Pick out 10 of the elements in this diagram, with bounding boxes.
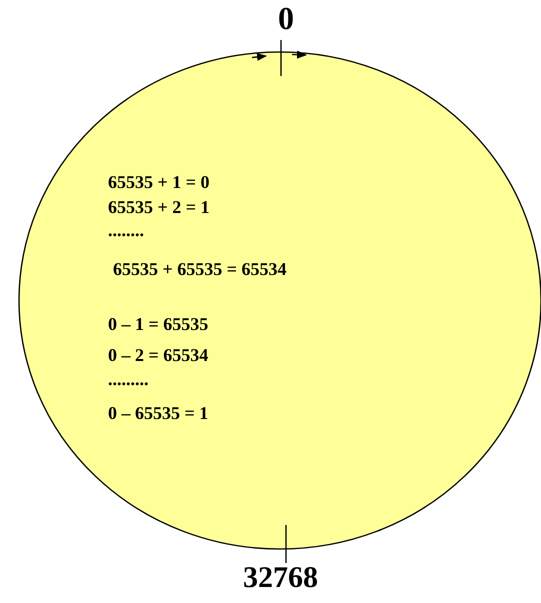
equation-text: 0 – 1 = 65535 xyxy=(108,314,208,334)
equation-text: 65535 + 1 = 0 xyxy=(108,172,210,192)
equation-text: 0 – 2 = 65534 xyxy=(108,345,208,365)
tick-label: 0 xyxy=(278,2,294,34)
equation-text: ........ xyxy=(108,220,144,240)
equation-text: 65535 + 2 = 1 xyxy=(108,197,210,217)
tick-label: 32768 xyxy=(243,563,318,593)
equation-text: ......... xyxy=(108,369,148,389)
equation-text: 65535 + 65535 = 65534 xyxy=(113,259,287,279)
equation-text: 0 – 65535 = 1 xyxy=(108,403,208,423)
